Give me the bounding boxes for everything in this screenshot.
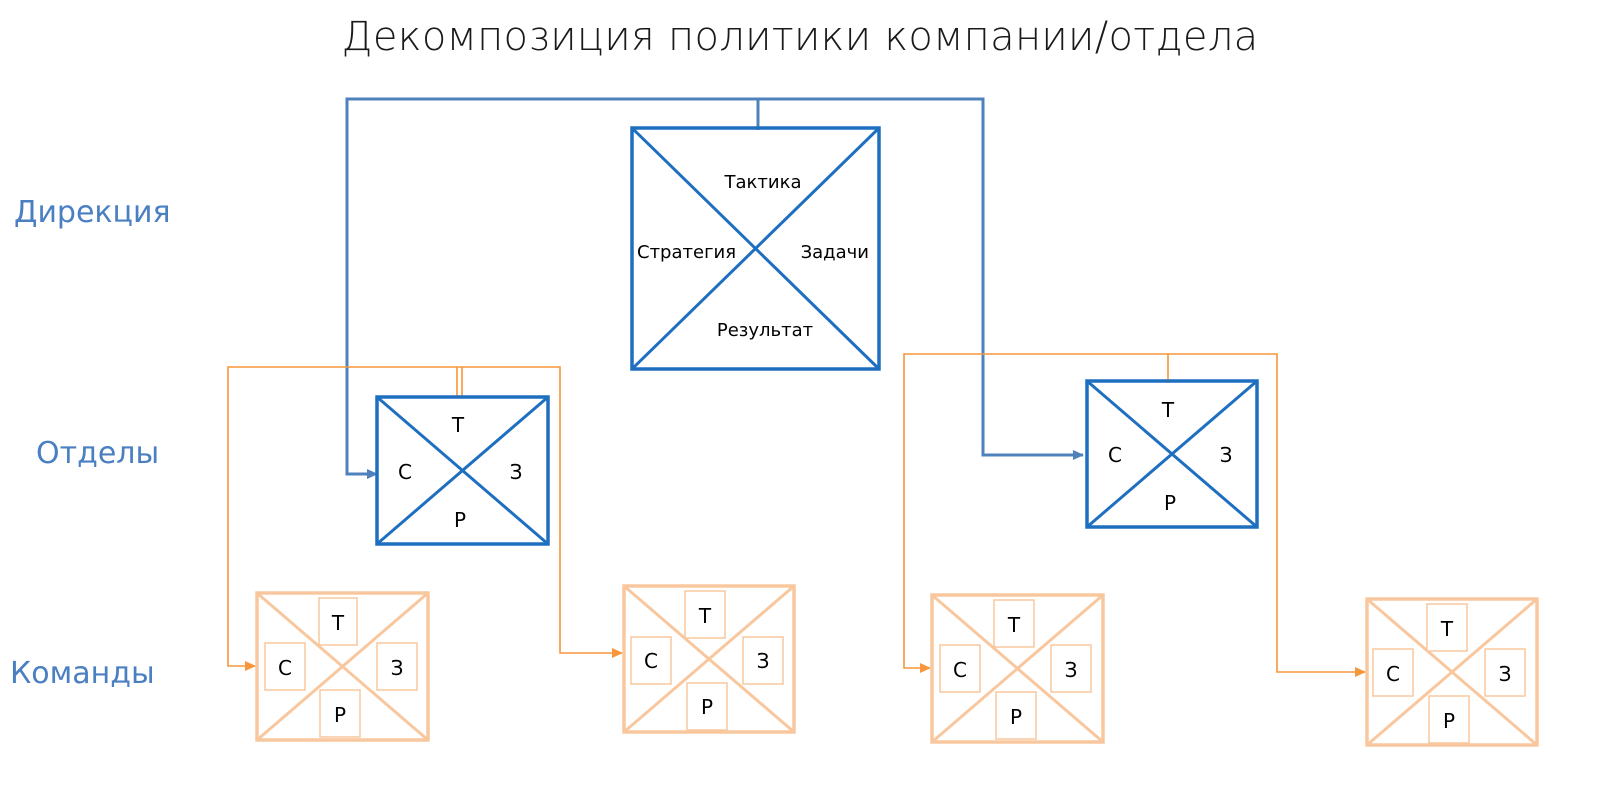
team-box-2-left-label: С [644,649,658,673]
direction-box-right-label: Задачи [801,242,869,263]
team-box-2-top-label: Т [698,604,712,628]
connector-department-1-to-team-1 [227,366,459,671]
direction-connectors [345,97,1084,479]
team-box-3-right-label: З [1065,658,1078,682]
direction-box-top-label: Тактика [724,172,802,193]
department-box-1-bottom-label: Р [454,508,466,532]
team-box-1-left-label: С [278,656,292,680]
direction-box-bottom-label: Результат [717,320,813,341]
team-box-4-bottom-label: Р [1443,709,1455,733]
team-box-4: Т С З Р [1365,597,1539,747]
level-label-departments: Отделы [36,436,160,471]
team-box-3: Т С З Р [930,593,1105,744]
direction-box-left-label: Стратегия [637,242,736,263]
department-connectors [227,353,1366,677]
level-label-teams: Команды [10,656,155,691]
connector-department-2-to-team-4 [1168,353,1366,677]
department-box-2-left-label: С [1108,443,1122,467]
department-box-2-bottom-label: Р [1164,491,1176,515]
connector-department-1-to-team-2 [459,366,623,658]
department-box-2: Т С З Р [1085,379,1259,529]
team-box-1-bottom-label: Р [334,703,346,727]
team-box-3-bottom-label: Р [1010,705,1022,729]
team-box-3-top-label: Т [1007,613,1021,637]
diagram-title: Декомпозиция политики компании/отдела [341,14,1259,60]
connector-direction-to-department-1 [345,97,758,479]
department-box-2-top-label: Т [1161,398,1175,422]
team-box-2: Т С З Р [622,584,796,734]
team-box-4-top-label: Т [1440,617,1454,641]
team-box-2-right-label: З [757,649,770,673]
department-box-1-top-label: Т [451,413,465,437]
team-box-1-right-label: З [391,656,404,680]
team-box-4-right-label: З [1499,662,1512,686]
connector-department-2-to-team-3 [903,353,1168,673]
team-box-1: Т С З Р [255,591,430,742]
team-box-2-bottom-label: Р [701,695,713,719]
department-box-1: Т С З Р [375,395,550,546]
connector-direction-to-department-2 [758,97,1084,460]
team-box-3-left-label: С [953,658,967,682]
team-box-4-left-label: С [1386,662,1400,686]
team-box-1-top-label: Т [331,611,345,635]
direction-box: Тактика Стратегия Задачи Результат [630,126,881,371]
department-box-1-right-label: З [510,460,523,484]
connector-department-1-stub [456,367,463,397]
department-box-2-right-label: З [1220,443,1233,467]
level-label-direction: Дирекция [14,195,171,230]
department-box-1-left-label: С [398,460,412,484]
